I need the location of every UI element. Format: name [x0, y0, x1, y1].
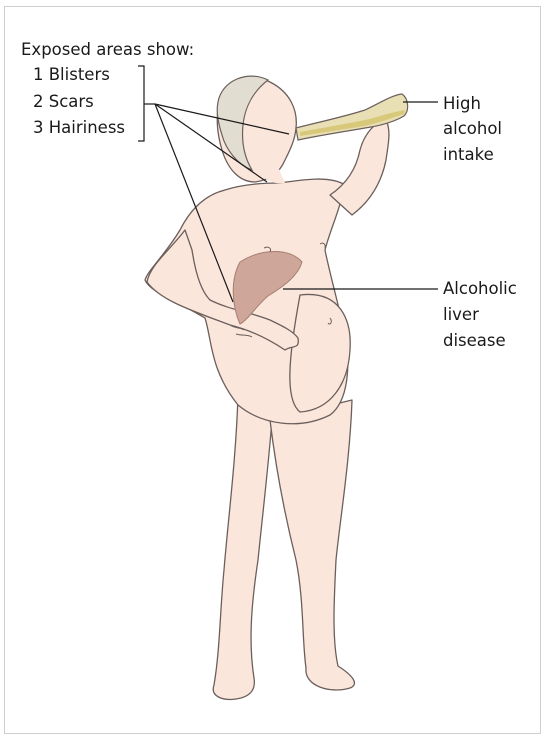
- list-item-hairiness: 3 Hairiness: [33, 117, 125, 139]
- bottle: [296, 94, 408, 140]
- label-high: High: [443, 93, 481, 115]
- front-leg: [270, 400, 354, 690]
- exposed-areas-heading: Exposed areas show:: [21, 39, 194, 61]
- label-disease: disease: [443, 330, 506, 352]
- label-liver: liver: [443, 304, 479, 326]
- back-leg: [213, 395, 272, 699]
- list-item-scars: 2 Scars: [33, 91, 94, 113]
- label-alcohol: alcohol: [443, 118, 502, 140]
- list-item-blisters: 1 Blisters: [33, 64, 110, 86]
- list-bracket: [138, 66, 144, 141]
- label-alcoholic: Alcoholic: [443, 278, 517, 300]
- label-intake: intake: [443, 144, 494, 166]
